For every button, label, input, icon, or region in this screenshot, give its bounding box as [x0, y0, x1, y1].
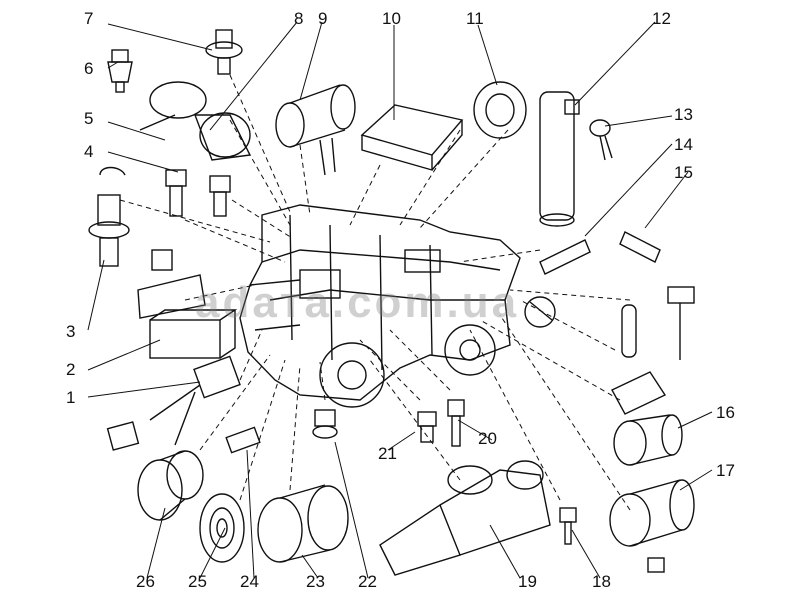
callout-10: 10 [382, 9, 401, 28]
part-10-control-unit [360, 104, 464, 171]
part-7-sensor [205, 29, 243, 75]
callout-15: 15 [674, 163, 693, 182]
part-22-switch [312, 409, 338, 439]
callout-7: 7 [84, 9, 94, 28]
callout-5: 5 [84, 109, 94, 128]
part-17-motor [609, 479, 695, 573]
part-21-sender [417, 411, 437, 443]
callout-17: 17 [716, 461, 735, 480]
part-20-sender [447, 399, 465, 447]
callout-23: 23 [306, 572, 325, 591]
callout-1: 1 [66, 388, 76, 407]
callout-pointers [87, 21, 713, 579]
callout-12: 12 [652, 9, 671, 28]
part-3-pressure-switch [88, 166, 130, 267]
callout-2: 2 [66, 360, 76, 379]
callout-16: 16 [716, 403, 735, 422]
callout-22: 22 [358, 572, 377, 591]
part-11-ring [473, 81, 527, 139]
part-5-sensor [209, 175, 231, 217]
callout-14: 14 [674, 135, 693, 154]
callout-26: 26 [136, 572, 155, 591]
part-right-relay [611, 371, 667, 415]
part-18-sensor [559, 507, 577, 545]
part-right-fuse [621, 304, 637, 358]
callout-20: 20 [478, 429, 497, 448]
watermark: adaтa.com.ua [195, 278, 520, 327]
part-6-sender [107, 49, 133, 93]
callout-19: 19 [518, 572, 537, 591]
part-23-generator [257, 484, 349, 563]
part-4-sensor [165, 169, 187, 217]
part-9-motor [275, 84, 356, 176]
tractor-frame [239, 204, 556, 408]
callout-6: 6 [84, 59, 94, 78]
callout-25: 25 [188, 572, 207, 591]
part-14-element [539, 239, 591, 275]
callout-4: 4 [84, 142, 94, 161]
callout-21: 21 [378, 444, 397, 463]
callout-9: 9 [318, 9, 328, 28]
part-13-sensor [589, 119, 613, 161]
callout-3: 3 [66, 322, 76, 341]
part-25-horn [199, 493, 245, 563]
part-19-starter [379, 460, 551, 576]
part-8-wiper-motor [139, 81, 252, 161]
callout-8: 8 [294, 9, 304, 28]
part-2-controller [137, 249, 238, 359]
callout-13: 13 [674, 105, 693, 124]
part-26-light [137, 450, 204, 521]
callout-11: 11 [466, 9, 484, 28]
part-16-motor [613, 414, 683, 466]
part-12-cylinder [539, 91, 580, 227]
part-right-connector [667, 286, 695, 360]
callout-24: 24 [240, 572, 259, 591]
callout-18: 18 [592, 572, 611, 591]
part-1-relay [106, 355, 241, 451]
part-15-element [619, 231, 661, 263]
leader-lines [119, 74, 631, 511]
part-24-sensor [225, 426, 261, 454]
